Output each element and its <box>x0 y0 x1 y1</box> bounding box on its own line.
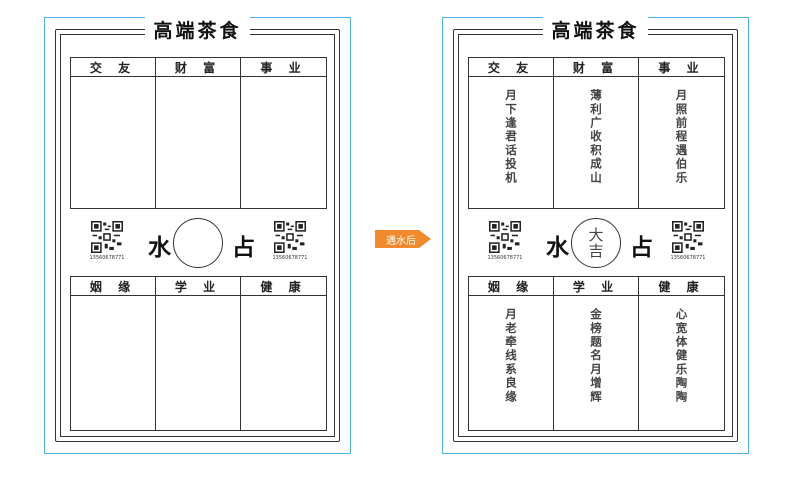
cell-header: 健 康 <box>241 277 326 296</box>
brand-row: 高端茶食 <box>56 15 339 43</box>
cell-body: 月照前程遇伯乐 <box>639 77 724 208</box>
cell-body <box>71 77 155 208</box>
qr-caption: 13560678771 <box>670 255 706 261</box>
cell-body: 月下逢君话投机 <box>469 77 553 208</box>
cell-body: 薄利广收积成山 <box>554 77 638 208</box>
cell-career: 事 业 月照前程遇伯乐 <box>639 58 724 208</box>
fortune-text: 金榜题名月增辉 <box>589 308 603 404</box>
cell-friendship: 交 友 <box>71 58 156 208</box>
cell-body: 心宽体健乐陶陶 <box>639 296 724 430</box>
cell-header: 姻 缘 <box>71 277 155 296</box>
cell-wealth: 财 富 薄利广收积成山 <box>554 58 639 208</box>
fortune-text: 心宽体健乐陶陶 <box>674 308 689 404</box>
cell-marriage: 姻 缘 月老牵线系良缘 <box>469 277 554 430</box>
bottom-grid: 姻 缘 月老牵线系良缘 学 业 金榜题名月增辉 健 康 心宽体健乐陶陶 <box>468 276 725 431</box>
arrow-label: 遇水后 <box>386 235 416 247</box>
brand-row: 高端茶食 <box>454 15 737 43</box>
brand-title: 高端茶食 <box>543 15 648 43</box>
top-grid: 交 友 月下逢君话投机 财 富 薄利广收积成山 事 业 月照前程遇伯乐 <box>468 57 725 209</box>
cell-study: 学 业 <box>156 277 241 430</box>
top-grid: 交 友 财 富 事 业 <box>70 57 327 209</box>
card-frame: 高端茶食 交 友 财 富 事 业 <box>55 15 340 442</box>
cell-header: 学 业 <box>554 277 638 296</box>
center-fortune-text: 大吉 <box>586 227 605 259</box>
divine-char: 占 <box>630 234 653 261</box>
cell-header: 事 业 <box>241 58 326 77</box>
center-circle: 大吉 <box>571 218 621 268</box>
card-after: 高端茶食 交 友 月下逢君话投机 财 富 薄利广收积成山 事 业 月照前程遇伯乐 <box>442 15 749 454</box>
card-frame: 高端茶食 交 友 月下逢君话投机 财 富 薄利广收积成山 事 业 月照前程遇伯乐 <box>453 15 738 442</box>
cell-header: 姻 缘 <box>469 277 553 296</box>
fortune-text: 月老牵线系良缘 <box>504 308 518 404</box>
qr-caption: 13560678771 <box>272 255 308 261</box>
middle-band: 13560678771 水 大吉 占 13560678771 <box>468 217 725 269</box>
cell-career: 事 业 <box>241 58 326 208</box>
cell-header: 交 友 <box>469 58 553 77</box>
water-char: 水 <box>148 234 171 261</box>
cell-wealth: 财 富 <box>156 58 241 208</box>
cell-header: 交 友 <box>71 58 155 77</box>
cell-body: 月老牵线系良缘 <box>469 296 553 430</box>
qr-caption: 13560678771 <box>487 255 523 261</box>
qr-code-icon <box>489 221 521 253</box>
bottom-grid: 姻 缘 学 业 健 康 <box>70 276 327 431</box>
cell-health: 健 康 心宽体健乐陶陶 <box>639 277 724 430</box>
card-before: 高端茶食 交 友 财 富 事 业 <box>44 15 351 454</box>
cell-header: 财 富 <box>554 58 638 77</box>
divine-char: 占 <box>232 234 255 261</box>
fortune-text: 月下逢君话投机 <box>504 89 518 185</box>
qr-caption: 13560678771 <box>89 255 125 261</box>
cell-header: 健 康 <box>639 277 724 296</box>
center-circle <box>173 218 223 268</box>
cell-body <box>71 296 155 430</box>
qr-code-icon <box>274 221 306 253</box>
cell-header: 学 业 <box>156 277 240 296</box>
arrow-right-icon <box>375 230 431 248</box>
cell-marriage: 姻 缘 <box>71 277 156 430</box>
cell-body <box>241 77 326 208</box>
middle-band: 13560678771 水 占 13560678771 <box>70 217 327 269</box>
cell-header: 事 业 <box>639 58 724 77</box>
fortune-text: 薄利广收积成山 <box>589 89 603 185</box>
cell-friendship: 交 友 月下逢君话投机 <box>469 58 554 208</box>
cell-health: 健 康 <box>241 277 326 430</box>
cell-body: 金榜题名月增辉 <box>554 296 638 430</box>
fortune-text: 月照前程遇伯乐 <box>674 89 689 185</box>
cell-body <box>156 296 240 430</box>
cell-study: 学 业 金榜题名月增辉 <box>554 277 639 430</box>
cell-header: 财 富 <box>156 58 240 77</box>
qr-code-icon <box>91 221 123 253</box>
brand-title: 高端茶食 <box>145 15 250 43</box>
water-char: 水 <box>546 234 569 261</box>
cell-body <box>241 296 326 430</box>
cell-body <box>156 77 240 208</box>
qr-code-icon <box>672 221 704 253</box>
